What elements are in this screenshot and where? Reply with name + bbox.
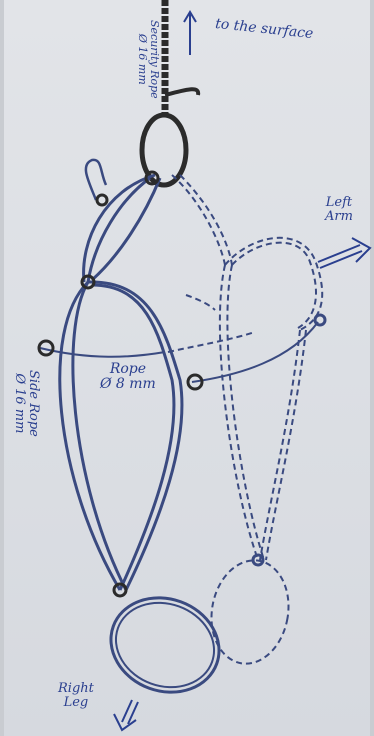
security-rope-label-line1: Security Rope	[148, 20, 160, 99]
rope-label-line1: Rope	[100, 362, 156, 377]
left-arm-label-line1: Left	[325, 196, 353, 210]
rope-label-line2: Ø 8 mm	[100, 377, 156, 392]
side-rope-label-line1: Side Rope	[26, 370, 40, 437]
right-leg-label: Right Leg	[58, 682, 94, 709]
right-leg-loop	[98, 583, 233, 707]
side-rope-label-line2: Ø 16 mm	[13, 370, 27, 437]
left-arm-label-line2: Arm	[325, 210, 353, 224]
arrow-down-icon	[114, 700, 138, 730]
back-side-rope	[172, 175, 322, 670]
right-leg-label-line1: Right	[58, 682, 94, 696]
arrow-right-icon	[318, 238, 370, 268]
left-arm-label: Left Arm	[325, 196, 353, 223]
rope-label: Rope Ø 8 mm	[100, 362, 156, 391]
security-rope-label-line2: Ø 16 mm	[137, 20, 149, 99]
side-rope-label: Side Rope Ø 16 mm	[13, 370, 40, 437]
security-rope-label: Security Rope Ø 16 mm	[137, 20, 160, 99]
right-leg-label-line2: Leg	[58, 696, 94, 710]
arrow-up-icon	[184, 12, 196, 55]
